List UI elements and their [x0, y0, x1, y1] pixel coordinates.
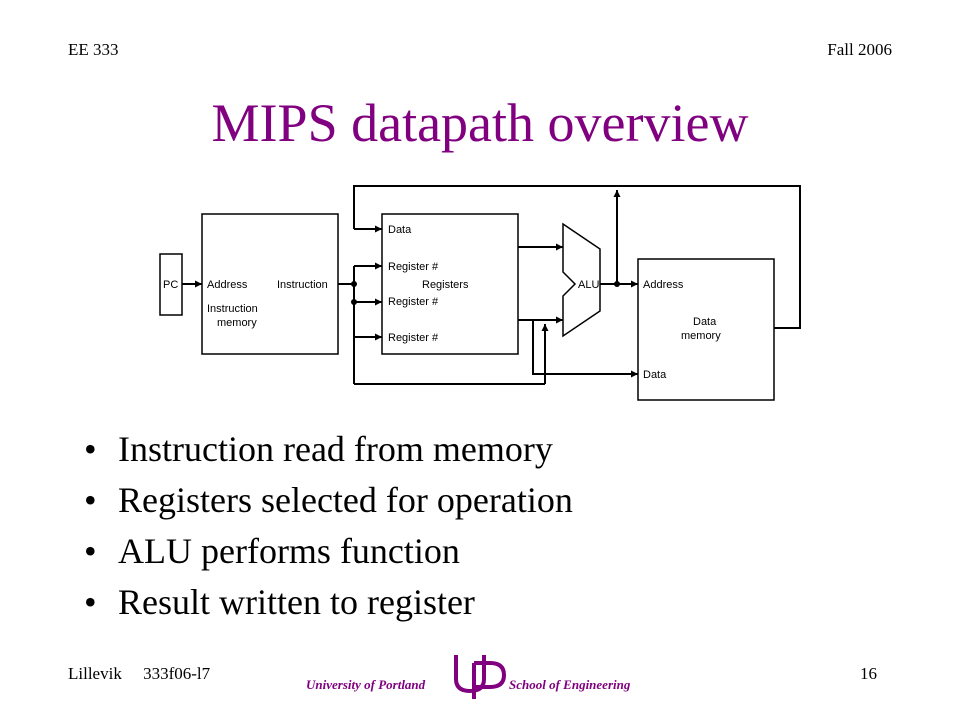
bullet-item: •Registers selected for operation: [84, 480, 573, 520]
bullet-item: •ALU performs function: [84, 531, 460, 571]
footer-author: Lillevik 333f06-l7: [68, 664, 211, 683]
imem-address-label: Address: [207, 279, 248, 291]
alu-label: ALU: [578, 279, 599, 291]
imem-name-line1: Instruction: [207, 303, 258, 315]
dmem-address-label: Address: [643, 279, 684, 291]
dmem-name-line1: Data: [693, 316, 717, 328]
register-file-block: [381, 213, 519, 355]
bullet-list: •Instruction read from memory •Registers…: [84, 424, 573, 628]
regs-name-label: Registers: [422, 279, 469, 291]
term-label: Fall 2006: [827, 40, 892, 59]
pc-label: PC: [163, 279, 178, 291]
course-label: EE 333: [68, 40, 119, 59]
regs-reg3-label: Register #: [388, 332, 439, 344]
school-name: School of Engineering: [509, 677, 631, 692]
page-number: 16: [860, 664, 877, 683]
up-monogram-icon: [454, 655, 507, 699]
imem-name-line2: memory: [217, 317, 257, 329]
slide-title: MIPS datapath overview: [211, 93, 749, 153]
regs-reg2-label: Register #: [388, 296, 439, 308]
university-logo: University of Portland School of Enginee…: [306, 651, 656, 703]
data-memory-block: [637, 258, 775, 401]
university-name: University of Portland: [306, 677, 426, 692]
regs-reg1-label: Register #: [388, 261, 439, 273]
dmem-name-line2: memory: [681, 330, 721, 342]
bullet-item: •Instruction read from memory: [84, 429, 553, 469]
dmem-data-label: Data: [643, 369, 667, 381]
regs-data-label: Data: [388, 224, 412, 236]
bullet-item: •Result written to register: [84, 582, 475, 622]
imem-instruction-label: Instruction: [277, 279, 328, 291]
alu-block: [562, 222, 601, 338]
